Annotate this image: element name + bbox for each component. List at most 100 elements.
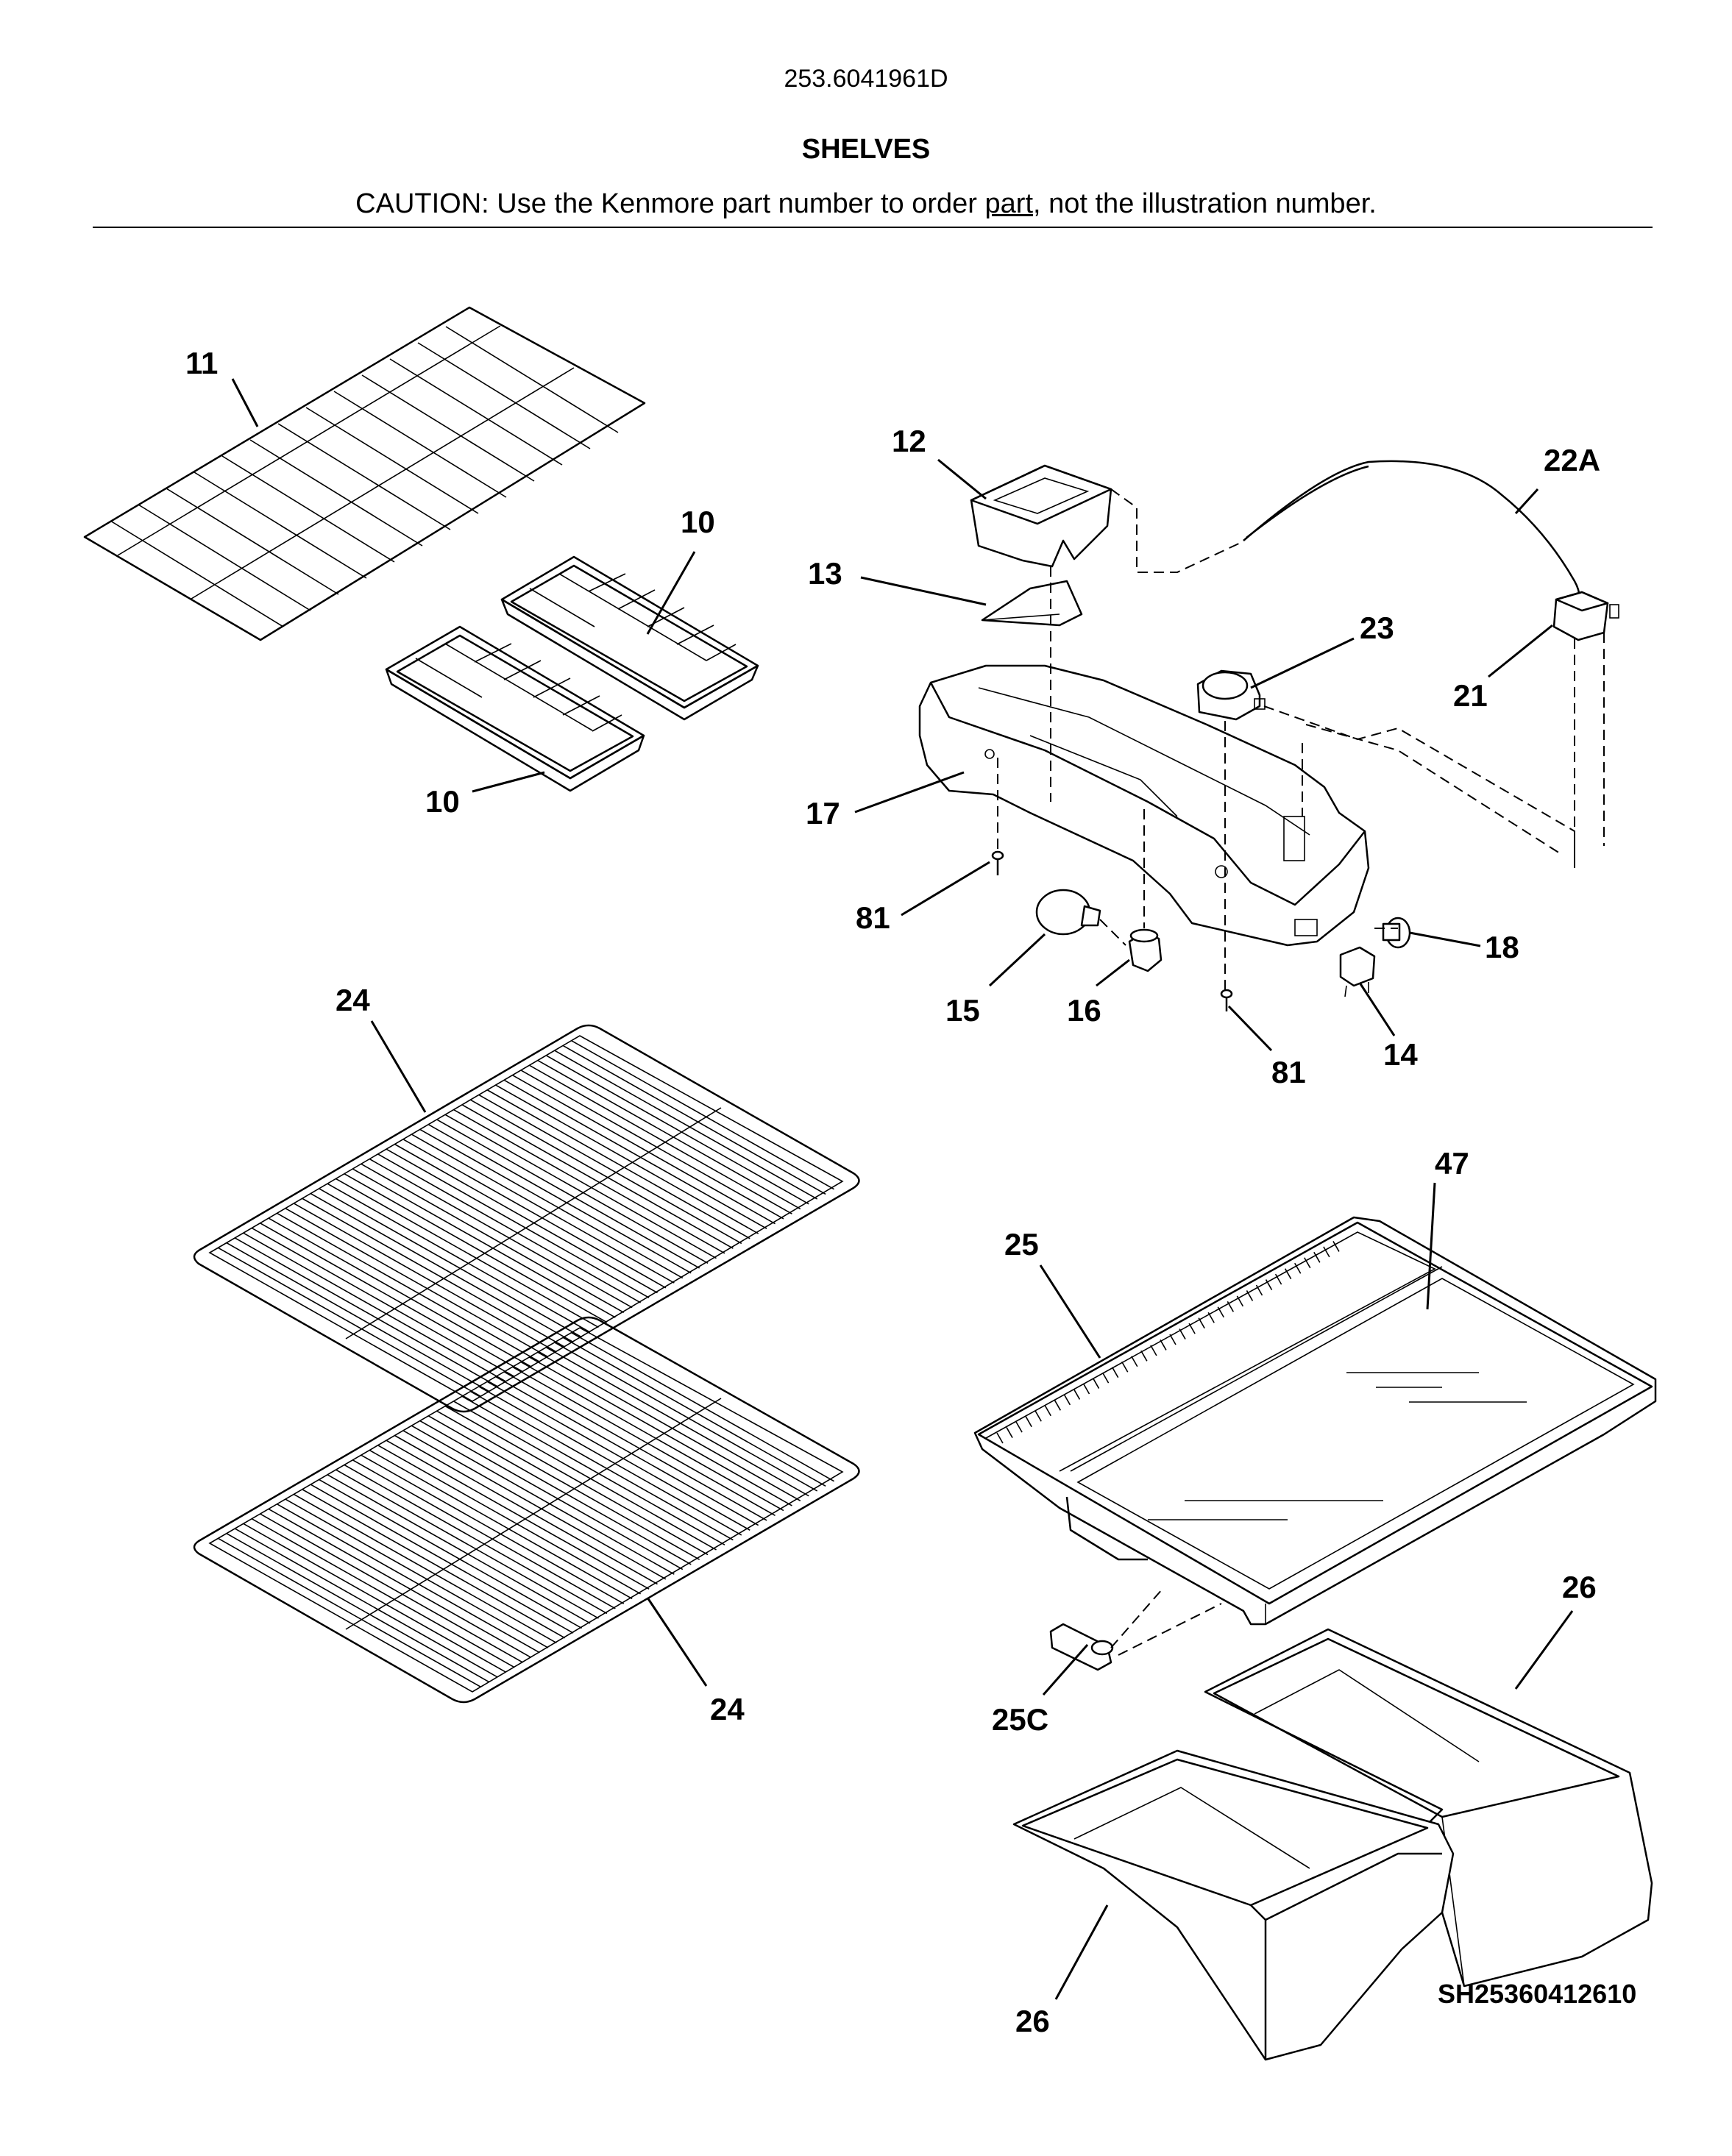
humidity-control <box>1049 1588 1222 1671</box>
shelf-wire-slat <box>461 1104 725 1254</box>
vent-slot <box>1073 1389 1081 1400</box>
shelf-wire-slat <box>520 1361 784 1512</box>
wire-shelf-upper <box>193 1024 860 1413</box>
control-knob <box>1382 917 1411 949</box>
vent-slot <box>1227 1301 1235 1312</box>
shelf-wire-slat <box>503 1079 767 1230</box>
wire-shelf-lower <box>193 1316 860 1704</box>
vent-slot <box>1332 1241 1340 1252</box>
shelf-wire-slat <box>469 1099 734 1249</box>
page-title: SHELVES <box>801 134 931 165</box>
vent-slot <box>1092 1378 1100 1389</box>
crisper-pan-front <box>1012 1749 1455 2061</box>
callout-25: 25 <box>1004 1227 1039 1262</box>
vent-slot <box>1131 1356 1138 1367</box>
vent-slot <box>1140 1350 1148 1362</box>
header-divider <box>93 227 1653 228</box>
vent-slot <box>1236 1295 1244 1307</box>
shelf-wire-slat <box>411 1425 675 1575</box>
vent-slot <box>1246 1290 1254 1301</box>
model-number: 253.6041961D <box>784 65 948 93</box>
vent-slot <box>1323 1246 1330 1258</box>
vent-slot <box>1207 1312 1215 1323</box>
shelf-wire-slat <box>436 1410 700 1560</box>
callout-26-front: 26 <box>1015 2004 1050 2038</box>
shelf-wire-slat <box>554 1342 818 1492</box>
shelf-wire-slat <box>419 1128 684 1279</box>
shelf-wire-slat <box>495 1376 759 1526</box>
shelf-wire-slat <box>478 1386 742 1536</box>
shelf-wire-slat <box>285 1498 549 1648</box>
vent-slot <box>1274 1273 1282 1285</box>
wire-harness-and-switch <box>1243 460 1619 641</box>
callout-13: 13 <box>808 556 842 591</box>
shelf-wire-slat <box>234 1528 498 1678</box>
callout-47: 47 <box>1435 1146 1469 1181</box>
callout-24-upper: 24 <box>336 983 370 1017</box>
shelf-wire-slat <box>310 1484 574 1634</box>
callout-16: 16 <box>1067 993 1101 1028</box>
crisper-cover-glass <box>1076 1278 1635 1590</box>
shelf-wire-slat <box>469 1390 734 1541</box>
defrost-timer <box>1196 669 1266 721</box>
shelf-wire-slat <box>571 1331 834 1482</box>
shelf-wire-slat <box>545 1346 809 1497</box>
diagram-reference-code: SH25360412610 <box>1438 1979 1637 2009</box>
shelf-wire-slat <box>293 1203 557 1353</box>
shelf-wire-slat <box>319 1188 583 1338</box>
shelf-wire-slat <box>226 1532 490 1683</box>
vent-slot <box>1082 1383 1090 1395</box>
shelf-wire-slat <box>503 1371 767 1521</box>
light-cover <box>981 580 1083 627</box>
shelf-wire-slat <box>427 1415 692 1565</box>
wire-freezer-shelf <box>83 306 646 641</box>
shelf-wire-slat <box>453 1401 717 1551</box>
shelf-wire-slat <box>512 1366 776 1516</box>
callout-81-right: 81 <box>1271 1055 1306 1089</box>
vent-slot <box>1044 1405 1051 1417</box>
vent-slot <box>1111 1367 1119 1378</box>
callout-17: 17 <box>806 796 840 830</box>
shelf-wire-slat <box>478 1094 742 1245</box>
callout-81-left: 81 <box>856 900 890 935</box>
shelf-wire-slat <box>394 1143 658 1294</box>
vent-slot <box>1150 1345 1157 1356</box>
vent-slot <box>1284 1268 1292 1280</box>
shelf-wire-slat <box>411 1134 675 1284</box>
shelf-wire-slat <box>361 1163 625 1314</box>
vent-slot <box>1304 1257 1311 1269</box>
shelf-wire-slat <box>377 1153 642 1303</box>
shelf-wire-slat <box>394 1434 658 1585</box>
callout-18: 18 <box>1485 930 1519 964</box>
shelf-wire-slat <box>386 1440 650 1590</box>
shelf-wire-slat <box>377 1445 642 1595</box>
crisper-pan-rear <box>1204 1628 1653 1988</box>
vent-slot <box>1025 1416 1032 1428</box>
shelf-wire-slat <box>352 1168 616 1318</box>
shelf-wire-slat <box>495 1084 759 1234</box>
vent-slot <box>1063 1394 1071 1406</box>
shelf-wire-slat <box>402 1430 667 1580</box>
callout-14: 14 <box>1383 1037 1418 1072</box>
shelf-wire-slat <box>461 1395 725 1545</box>
shelf-wire-slat <box>336 1178 599 1328</box>
shelf-wire-slat <box>226 1242 490 1392</box>
shelf-wire-slat <box>537 1351 801 1501</box>
vent-slot <box>1179 1328 1186 1340</box>
caution-note: CAUTION: Use the Kenmore part number to … <box>0 188 1732 220</box>
shelf-wire-slat <box>344 1464 608 1615</box>
shelf-wire-slat <box>529 1064 792 1214</box>
assembly-guide-lines <box>997 488 1605 989</box>
control-housing <box>918 664 1370 947</box>
shelf-wire-slat <box>529 1356 792 1506</box>
vent-slot <box>1169 1334 1176 1345</box>
shelf-wire-slat <box>520 1070 784 1220</box>
vent-slot <box>1198 1317 1205 1329</box>
shelf-wire-slat <box>386 1148 650 1298</box>
shelf-wire-slat <box>436 1119 700 1269</box>
vent-slot <box>1006 1427 1013 1438</box>
vent-slot <box>1015 1421 1023 1433</box>
shelf-wire-slat <box>218 1247 481 1397</box>
shelf-wire-slat <box>285 1207 549 1358</box>
shelf-wire-slat <box>427 1123 692 1274</box>
